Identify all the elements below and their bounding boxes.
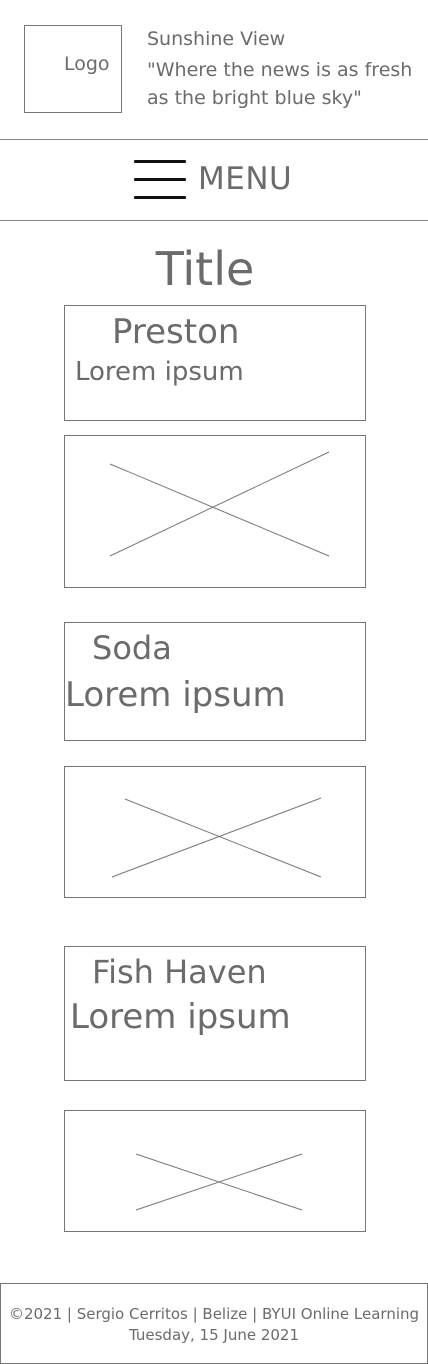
hamburger-icon [134,157,186,201]
footer-copyright: ©2021 | Sergio Cerritos | Belize | BYUI … [8,1305,420,1323]
site-tagline: "Where the news is as fresh as the brigh… [147,59,413,109]
town-card-fish-haven: Fish Haven Lorem ipsum [64,946,366,1081]
menu-button[interactable]: MENU [134,156,292,202]
site-name: Sunshine View [147,28,286,50]
town-image-fish-haven [64,1110,366,1232]
page-title: Title [155,242,255,296]
footer: ©2021 | Sergio Cerritos | Belize | BYUI … [0,1283,428,1364]
nav-divider [0,220,428,221]
footer-date: Tuesday, 15 June 2021 [128,1326,300,1344]
menu-label: MENU [198,161,293,197]
town-card-preston: Preston Lorem ipsum [64,305,366,421]
town-text: Lorem ipsum [65,675,286,715]
image-placeholder-icon [111,797,322,878]
header-divider [0,139,428,140]
logo[interactable]: Logo [24,25,122,113]
town-card-soda: Soda Lorem ipsum [64,622,366,741]
town-image-soda [64,766,366,898]
image-placeholder-icon [135,1153,303,1211]
town-image-preston [64,435,366,588]
town-text: Lorem ipsum [70,997,291,1037]
town-name: Soda [92,629,172,667]
town-text: Lorem ipsum [75,357,244,387]
town-name: Preston [112,312,240,352]
town-name: Fish Haven [92,953,267,991]
image-placeholder-icon [109,451,330,557]
logo-label: Logo [64,53,110,75]
